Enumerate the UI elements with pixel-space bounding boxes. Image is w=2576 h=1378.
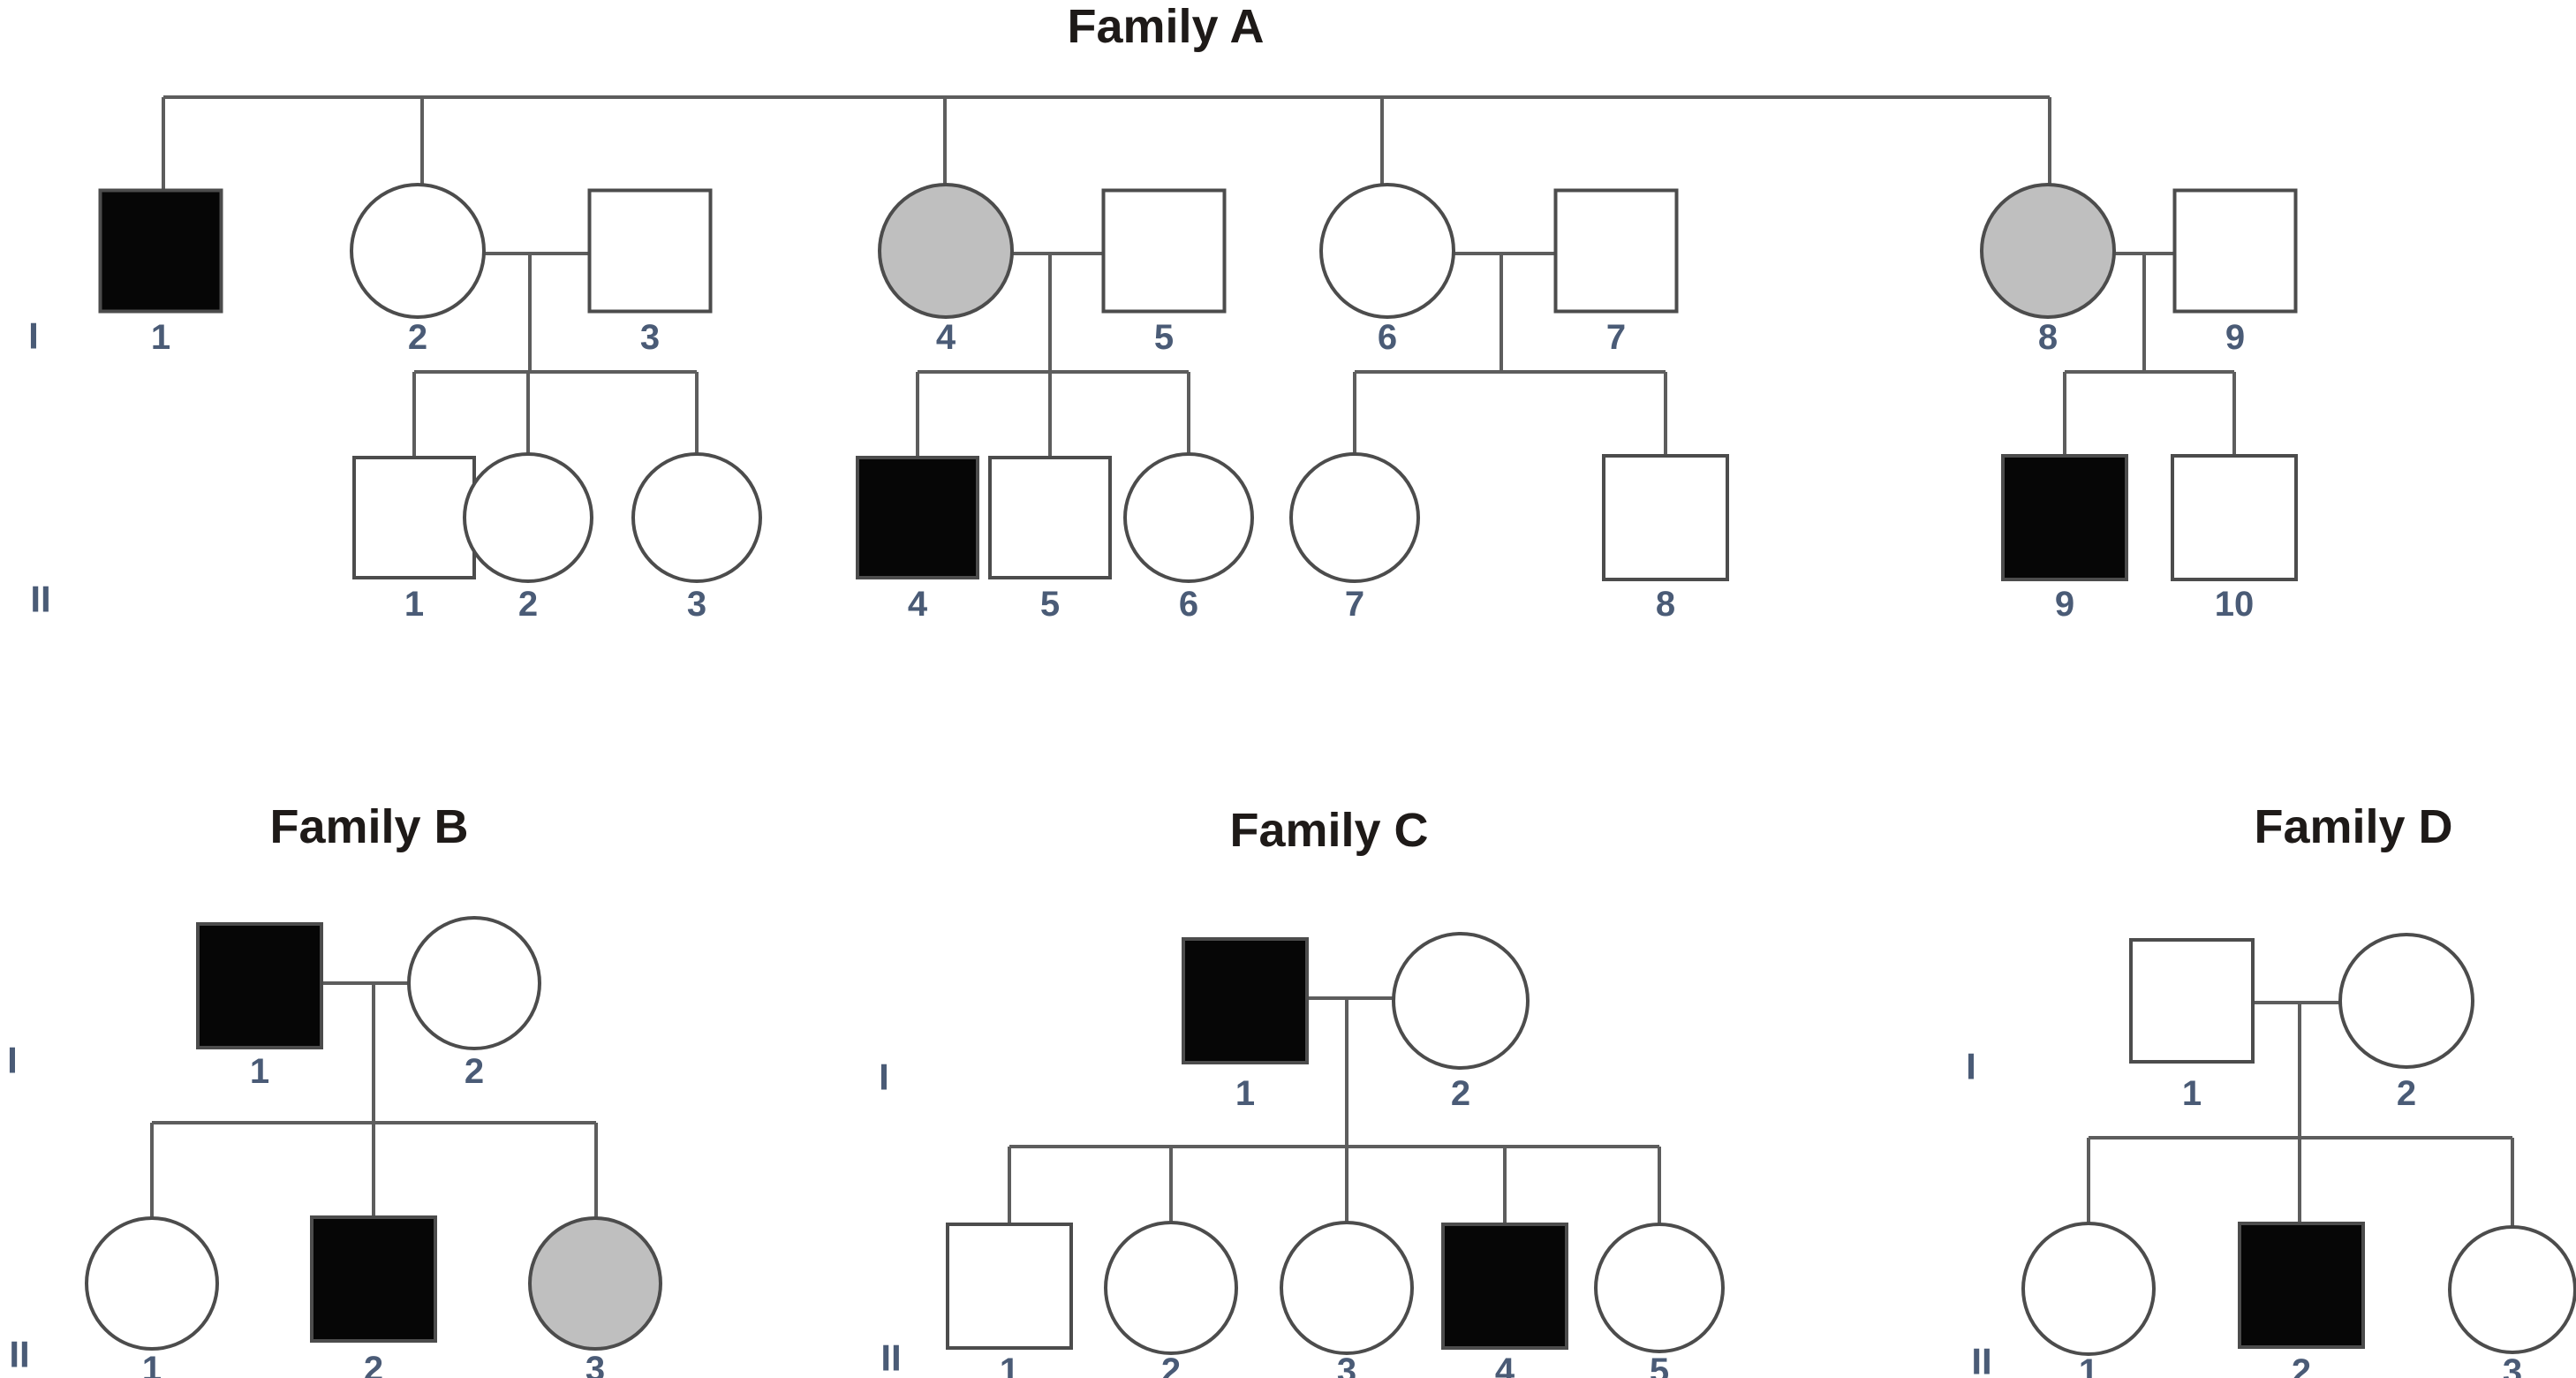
family-title: Family B [269,800,468,853]
individual-a-II-9 [2001,454,2128,581]
individual-number: 10 [2215,585,2255,624]
individual-number: 2 [2397,1074,2416,1113]
individual-c-I-2 [1392,932,1530,1070]
individual-b-II-2 [310,1215,437,1343]
individual-number: 4 [1495,1352,1515,1378]
individual-d-I-1 [2129,938,2255,1064]
individual-number: 3 [1337,1352,1356,1378]
individual-a-II-10 [2171,454,2298,581]
individual-number: 1 [2079,1352,2098,1378]
generation-label: II [880,1337,901,1378]
individual-c-II-3 [1280,1221,1414,1355]
family-title: Family A [1067,0,1264,53]
individual-number: 9 [2055,585,2074,624]
individual-a-II-8 [1602,454,1729,581]
individual-number: 8 [2038,318,2058,357]
individual-d-II-1 [2021,1222,2156,1356]
generation-label: II [1971,1341,1991,1378]
generation-label: I [1966,1046,1976,1087]
individual-number: 2 [518,585,538,624]
individual-a-II-4 [856,456,979,579]
family-title: Family C [1229,804,1428,857]
individual-number: 2 [364,1350,383,1378]
individual-a-I-2 [350,183,486,319]
individual-number: 6 [1378,318,1397,357]
individual-a-II-7 [1289,452,1420,583]
individual-number: 3 [2503,1352,2522,1378]
individual-number: 5 [1040,585,1060,624]
individual-number: 6 [1179,585,1198,624]
individual-a-I-5 [1101,188,1227,314]
generation-label: I [7,1040,18,1081]
individual-number: 9 [2225,318,2245,357]
individual-a-II-2 [463,452,593,583]
individual-a-I-3 [587,188,713,314]
individual-number: 2 [465,1052,484,1091]
individual-number: 3 [687,585,706,624]
generation-label: II [30,579,50,620]
individual-b-I-1 [196,922,323,1049]
individual-number: 4 [908,585,928,624]
individual-b-I-2 [407,916,541,1050]
individual-a-I-4 [878,183,1014,319]
individual-a-I-1 [98,188,223,314]
individual-number: 1 [2182,1074,2202,1113]
family-title: Family D [2254,800,2452,853]
individual-a-I-7 [1553,188,1679,314]
individual-c-II-2 [1104,1221,1238,1355]
individual-number: 1 [151,318,170,357]
individual-number: 7 [1606,318,1626,357]
individual-a-II-5 [988,456,1112,579]
individual-number: 1 [1000,1352,1019,1378]
individual-number: 2 [1161,1352,1181,1378]
individual-number: 5 [1154,318,1174,357]
individual-a-I-9 [2172,188,2298,314]
individual-d-II-3 [2448,1225,2576,1354]
individual-number: 4 [936,318,956,357]
individual-number: 1 [404,585,424,624]
individual-number: 1 [1235,1074,1255,1113]
individual-a-II-1 [352,456,476,579]
individual-number: 3 [640,318,660,357]
individual-a-II-6 [1123,452,1254,583]
individual-number: 2 [1451,1074,1470,1113]
generation-label: I [879,1056,889,1098]
generation-label: II [9,1334,29,1375]
individual-number: 8 [1656,585,1675,624]
individual-b-II-1 [85,1216,219,1351]
individual-c-II-4 [1441,1223,1568,1350]
individual-number: 3 [585,1350,605,1378]
individual-number: 1 [250,1052,269,1091]
individual-d-I-2 [2338,933,2474,1069]
individual-a-I-6 [1319,183,1455,319]
individual-a-II-3 [631,452,762,583]
individual-a-I-8 [1980,183,2116,319]
individual-number: 2 [2292,1352,2311,1378]
individual-c-I-1 [1182,937,1309,1064]
individual-number: 2 [408,318,427,357]
individual-number: 7 [1345,585,1364,624]
individual-number: 1 [142,1350,162,1378]
individual-c-II-1 [946,1223,1073,1350]
individual-b-II-3 [528,1216,662,1351]
individual-number: 5 [1650,1352,1669,1378]
individual-d-II-2 [2238,1222,2365,1349]
generation-label: I [28,315,39,357]
individual-c-II-5 [1594,1223,1725,1353]
